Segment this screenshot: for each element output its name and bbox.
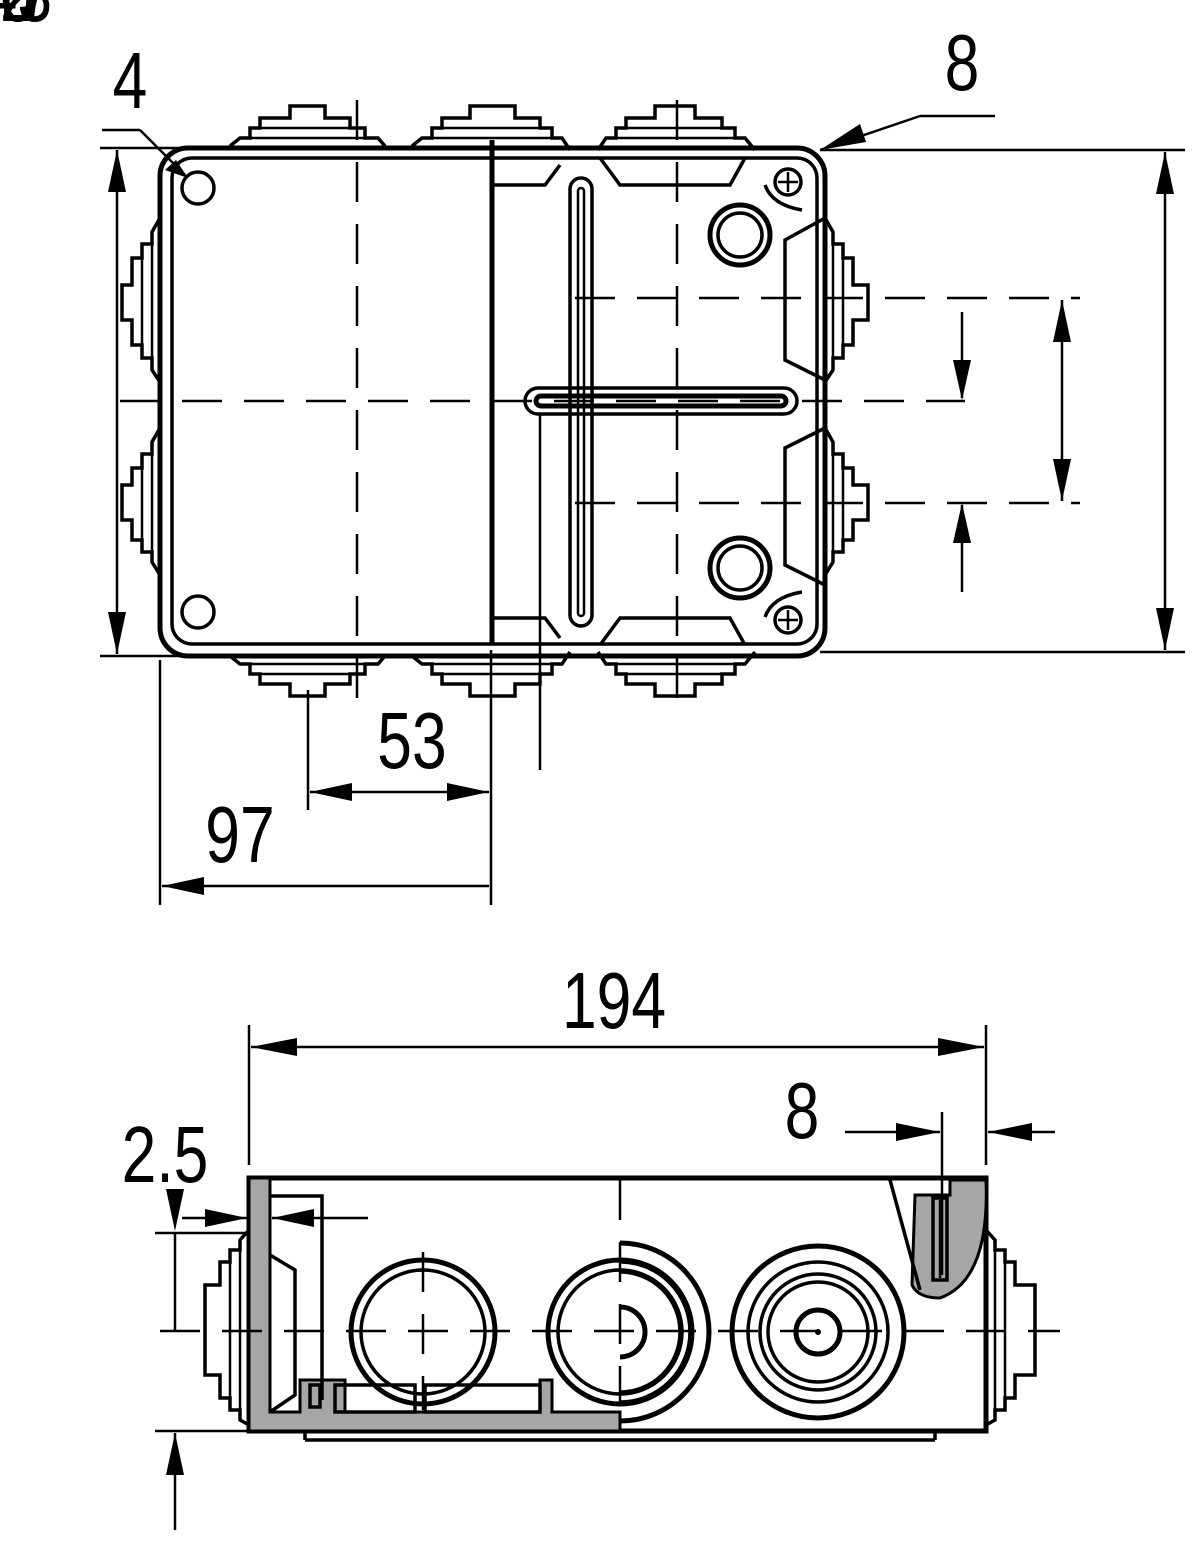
side-view: 194 8 2.5 30	[0, 0, 1060, 1530]
dim-hole-diameter: 4	[113, 37, 148, 126]
side-gland	[729, 1243, 907, 1421]
boss-top	[707, 202, 773, 268]
screw-top-right	[763, 167, 803, 212]
dim-gland-offset-vertical: 26	[0, 0, 35, 39]
dim-gland-spacing-horizontal: 53	[377, 697, 446, 786]
side-gland-left	[203, 1228, 251, 1427]
side-gland-right	[984, 1228, 1037, 1427]
dim-overall-height-outer: 147	[0, 0, 52, 39]
gland-left-1	[120, 217, 162, 383]
top-view: 147 4 8 143 52 26 53	[0, 0, 1185, 905]
dim-overall-length: 194	[562, 957, 666, 1046]
dim-gland-spacing-vertical: 52	[0, 0, 35, 39]
gland-top-1	[228, 104, 387, 148]
boss-bottom	[707, 535, 773, 601]
dim-overall-height-inner: 143	[0, 0, 52, 39]
dim-lid-lip: 8	[785, 1067, 820, 1156]
knockout-1	[348, 1252, 498, 1410]
gland-top-2	[410, 104, 572, 151]
mounting-hole-top-left	[180, 170, 216, 206]
dim-corner-top: 8	[945, 19, 980, 108]
dim-depth: 30	[0, 0, 35, 39]
knockout-2	[545, 1240, 712, 1424]
gland-right-2	[823, 427, 870, 576]
screw-section	[910, 1178, 988, 1300]
dim-half-width: 97	[205, 791, 274, 880]
gland-bottom-2	[410, 651, 572, 698]
gland-left-2	[120, 427, 162, 576]
gland-right-1	[823, 217, 870, 383]
mounting-hole-bottom-left	[180, 594, 216, 630]
screw-bottom-right	[763, 590, 803, 635]
dim-wall-thickness: 2.5	[122, 1111, 209, 1200]
